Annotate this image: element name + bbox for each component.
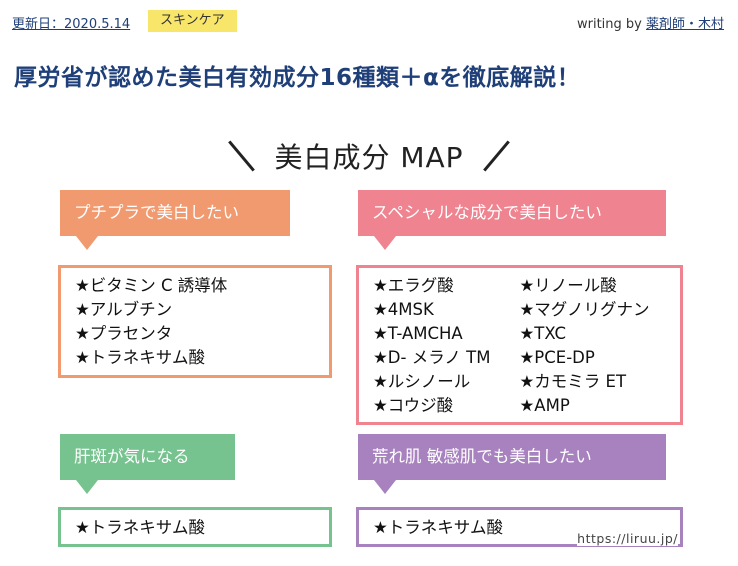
- list-item: ★ルシノール: [373, 372, 471, 391]
- special-list-col2: ★リノール酸 ★マグノリグナン ★TXC ★PCE-DP ★カモミラ ET ★A…: [520, 274, 667, 418]
- special-list-col1: ★エラグ酸 ★4MSK ★T-AMCHA ★D- メラノ TM ★ルシノール ★…: [373, 274, 520, 418]
- petit-list: ★ビタミン C 誘導体 ★アルブチン ★プラセンタ ★トラネキサム酸: [75, 274, 315, 370]
- special-columns: ★エラグ酸 ★4MSK ★T-AMCHA ★D- メラノ TM ★ルシノール ★…: [373, 274, 666, 418]
- sensitive-list: ★トラネキサム酸: [373, 516, 666, 540]
- box-petit: ★ビタミン C 誘導体 ★アルブチン ★プラセンタ ★トラネキサム酸: [58, 265, 332, 378]
- list-item: ★アルブチン: [75, 300, 173, 319]
- box-special: ★エラグ酸 ★4MSK ★T-AMCHA ★D- メラノ TM ★ルシノール ★…: [356, 265, 683, 425]
- list-item: ★コウジ酸: [373, 396, 454, 415]
- bubble-spots: 肝斑が気になる: [60, 434, 235, 494]
- heading-slash-left: [228, 140, 256, 172]
- byline-prefix: writing by: [576, 17, 646, 32]
- bubble-special: スペシャルな成分で美白したい: [358, 190, 666, 250]
- byline: writing by 薬剤師・木村: [577, 13, 724, 32]
- list-item: ★トラネキサム酸: [373, 518, 503, 537]
- box-spots: ★トラネキサム酸: [58, 507, 332, 547]
- bubble-petit: プチプラで美白したい: [60, 190, 290, 250]
- box-sensitive: ★トラネキサム酸: [356, 507, 683, 547]
- article-meta: 更新日：2020.5.14 スキンケア writing by 薬剤師・木村: [12, 10, 724, 32]
- list-item: ★T-AMCHA: [373, 324, 463, 343]
- list-item: ★リノール酸: [519, 276, 617, 295]
- list-item: ★TXC: [519, 324, 567, 343]
- author-link[interactable]: 薬剤師・木村: [645, 17, 724, 32]
- list-item: ★カモミラ ET: [519, 372, 627, 391]
- list-item: ★マグノリグナン: [519, 300, 650, 319]
- list-item: ★エラグ酸: [373, 276, 454, 295]
- list-item: ★4MSK: [373, 300, 434, 319]
- list-item: ★D- メラノ TM: [373, 348, 491, 367]
- category-badge[interactable]: スキンケア: [148, 10, 237, 32]
- spots-list: ★トラネキサム酸: [75, 516, 315, 540]
- page-title: 厚労省が認めた美白有効成分16種類＋αを徹底解説！: [14, 65, 581, 91]
- map-heading: 美白成分 MAP: [0, 136, 738, 176]
- map-heading-text: 美白成分 MAP: [274, 141, 464, 174]
- bubble-sensitive: 荒れ肌 敏感肌でも美白したい: [358, 434, 666, 494]
- list-item: ★プラセンタ: [75, 324, 173, 343]
- list-item: ★AMP: [519, 396, 570, 415]
- site-url: https://liruu.jp/: [577, 531, 678, 546]
- update-date-link[interactable]: 更新日：2020.5.14: [12, 17, 131, 32]
- list-item: ★トラネキサム酸: [75, 518, 205, 537]
- heading-slash-right: [482, 140, 510, 172]
- list-item: ★トラネキサム酸: [75, 348, 205, 367]
- list-item: ★ビタミン C 誘導体: [75, 276, 228, 295]
- list-item: ★PCE-DP: [519, 348, 595, 367]
